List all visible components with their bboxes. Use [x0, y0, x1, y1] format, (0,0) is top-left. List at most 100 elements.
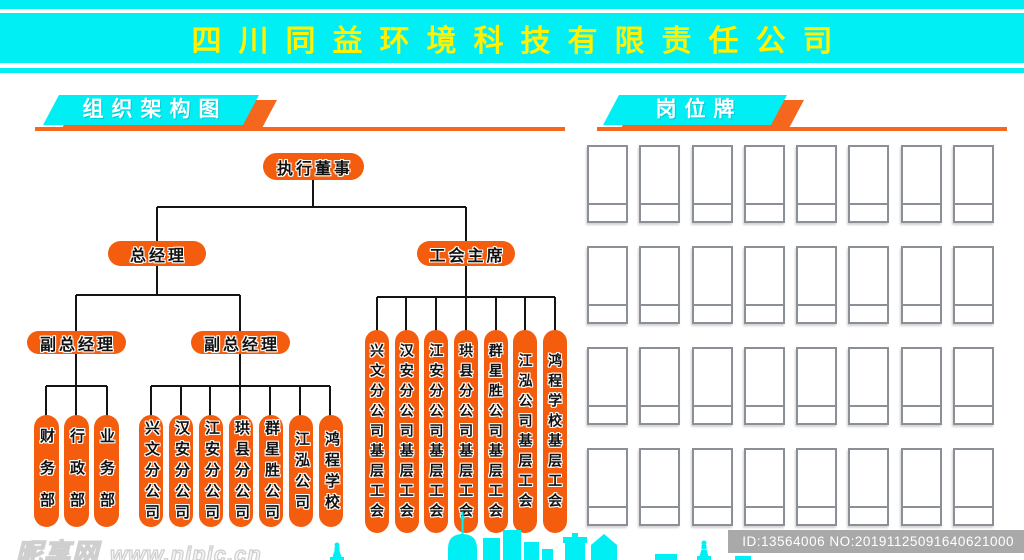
position-card — [587, 145, 628, 223]
position-card — [796, 246, 838, 324]
position-card — [639, 347, 681, 425]
position-card — [639, 448, 681, 526]
card-divider-line — [691, 203, 733, 205]
position-card — [587, 246, 628, 324]
org-node-grassroots-union: 汉安分公司基层工会 — [394, 330, 419, 533]
card-divider-line — [743, 304, 785, 306]
cards-section-header: 岗位牌 — [597, 93, 1007, 135]
org-node-grassroots-union: 江安分公司基层工会 — [424, 330, 449, 533]
banner-top-stripe — [0, 0, 1024, 9]
position-card — [953, 347, 995, 425]
position-card — [796, 347, 838, 425]
position-card — [900, 448, 942, 526]
position-card — [691, 246, 733, 324]
card-divider-line — [691, 506, 733, 508]
card-divider-line — [796, 506, 838, 508]
card-divider-line — [691, 304, 733, 306]
branches-group: 兴文分公司汉安分公司江安分公司珙县分公司群星胜公司江泓公司鸿程学校 — [139, 415, 343, 527]
card-divider-line — [796, 405, 838, 407]
org-node-union-chairman: 工会主席 — [417, 241, 515, 266]
org-node-branch-company: 群星胜公司 — [259, 415, 283, 527]
position-card — [900, 145, 942, 223]
banner-band: 四川同益环境科技有限责任公司 — [0, 13, 1024, 63]
cards-header-underline — [597, 127, 1007, 131]
card-divider-line — [900, 506, 942, 508]
card-divider-line — [639, 203, 681, 205]
card-divider-line — [900, 203, 942, 205]
org-node-department: 业务部 — [94, 415, 119, 527]
org-node-branch-company: 鸿程学校 — [319, 415, 343, 527]
org-node-department: 财务部 — [34, 415, 59, 527]
card-divider-line — [953, 405, 995, 407]
position-card — [848, 448, 890, 526]
position-card — [796, 448, 838, 526]
card-divider-line — [900, 304, 942, 306]
position-card — [691, 448, 733, 526]
org-node-branch-company: 江安分公司 — [199, 415, 223, 527]
org-node-general-manager: 总经理 — [108, 241, 206, 266]
card-divider-line — [691, 405, 733, 407]
position-card — [587, 448, 628, 526]
position-cards-grid — [587, 145, 995, 526]
card-divider-line — [639, 506, 681, 508]
company-title: 四川同益环境科技有限责任公司 — [191, 25, 850, 58]
org-node-grassroots-union: 江泓公司基层工会 — [513, 330, 538, 533]
position-card — [900, 347, 942, 425]
position-card — [900, 246, 942, 324]
departments-group: 财务部行政部业务部 — [34, 415, 119, 527]
card-divider-line — [953, 304, 995, 306]
org-node-branch-company: 江泓公司 — [289, 415, 313, 527]
position-card — [848, 145, 890, 223]
position-card — [743, 145, 785, 223]
card-divider-line — [587, 506, 628, 508]
org-node-branch-company: 汉安分公司 — [169, 415, 193, 527]
card-divider-line — [639, 304, 681, 306]
card-divider-line — [953, 506, 995, 508]
org-node-deputy-gm-right: 副总经理 — [191, 331, 290, 354]
card-divider-line — [743, 405, 785, 407]
org-node-root: 执行董事 — [263, 153, 364, 180]
banner-bottom-stripe — [0, 68, 1024, 73]
position-card — [743, 448, 785, 526]
position-card — [639, 145, 681, 223]
unions-group: 兴文分公司基层工会汉安分公司基层工会江安分公司基层工会珙县分公司基层工会群星胜公… — [365, 330, 568, 533]
card-divider-line — [848, 506, 890, 508]
org-node-department: 行政部 — [64, 415, 89, 527]
card-divider-line — [743, 203, 785, 205]
id-badge: ID:13564006 NO:20191125091640621000 — [728, 530, 1024, 553]
position-card — [639, 246, 681, 324]
card-divider-line — [796, 203, 838, 205]
watermark-logo: 昵享网 — [15, 537, 101, 560]
position-card — [743, 246, 785, 324]
position-card — [953, 448, 995, 526]
org-node-grassroots-union: 兴文分公司基层工会 — [365, 330, 389, 533]
card-divider-line — [639, 405, 681, 407]
position-card — [953, 145, 995, 223]
card-divider-line — [796, 304, 838, 306]
position-card — [691, 145, 733, 223]
cards-section-title: 岗位牌 — [655, 98, 743, 121]
card-divider-line — [848, 405, 890, 407]
org-node-branch-company: 兴文分公司 — [139, 415, 163, 527]
card-divider-line — [848, 304, 890, 306]
card-divider-line — [587, 405, 628, 407]
watermark: 昵享网 www.nipic.cn — [15, 533, 262, 560]
org-header-underline — [35, 127, 565, 131]
position-card — [953, 246, 995, 324]
card-divider-line — [587, 304, 628, 306]
position-card — [848, 246, 890, 324]
position-card — [743, 347, 785, 425]
org-section-title: 组织架构图 — [82, 98, 228, 121]
card-divider-line — [743, 506, 785, 508]
card-divider-line — [848, 203, 890, 205]
city-skyline — [330, 512, 751, 560]
card-divider-line — [900, 405, 942, 407]
card-divider-line — [953, 203, 995, 205]
org-node-deputy-gm-left: 副总经理 — [27, 331, 126, 354]
position-card — [796, 145, 838, 223]
position-card — [587, 347, 628, 425]
org-node-grassroots-union: 群星胜公司基层工会 — [483, 330, 508, 533]
org-node-branch-company: 珙县分公司 — [229, 415, 253, 527]
position-card — [848, 347, 890, 425]
